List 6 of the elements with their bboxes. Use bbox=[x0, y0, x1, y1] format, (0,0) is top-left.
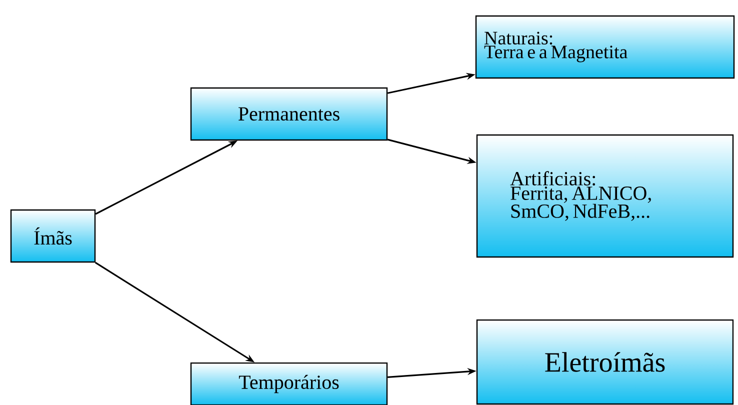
concept-box: Ímãs bbox=[10, 209, 96, 263]
concept-box: Eletroímãs bbox=[476, 319, 734, 405]
concept-box: Permanentes bbox=[190, 87, 388, 141]
concept-box: Artificiais: Ferrita, ALNICO, SmCO, NdFeB,... bbox=[476, 134, 734, 258]
concept-box: Naturais: Terra e a Magnetita bbox=[475, 15, 735, 79]
concept-box: Temporários bbox=[190, 362, 388, 405]
